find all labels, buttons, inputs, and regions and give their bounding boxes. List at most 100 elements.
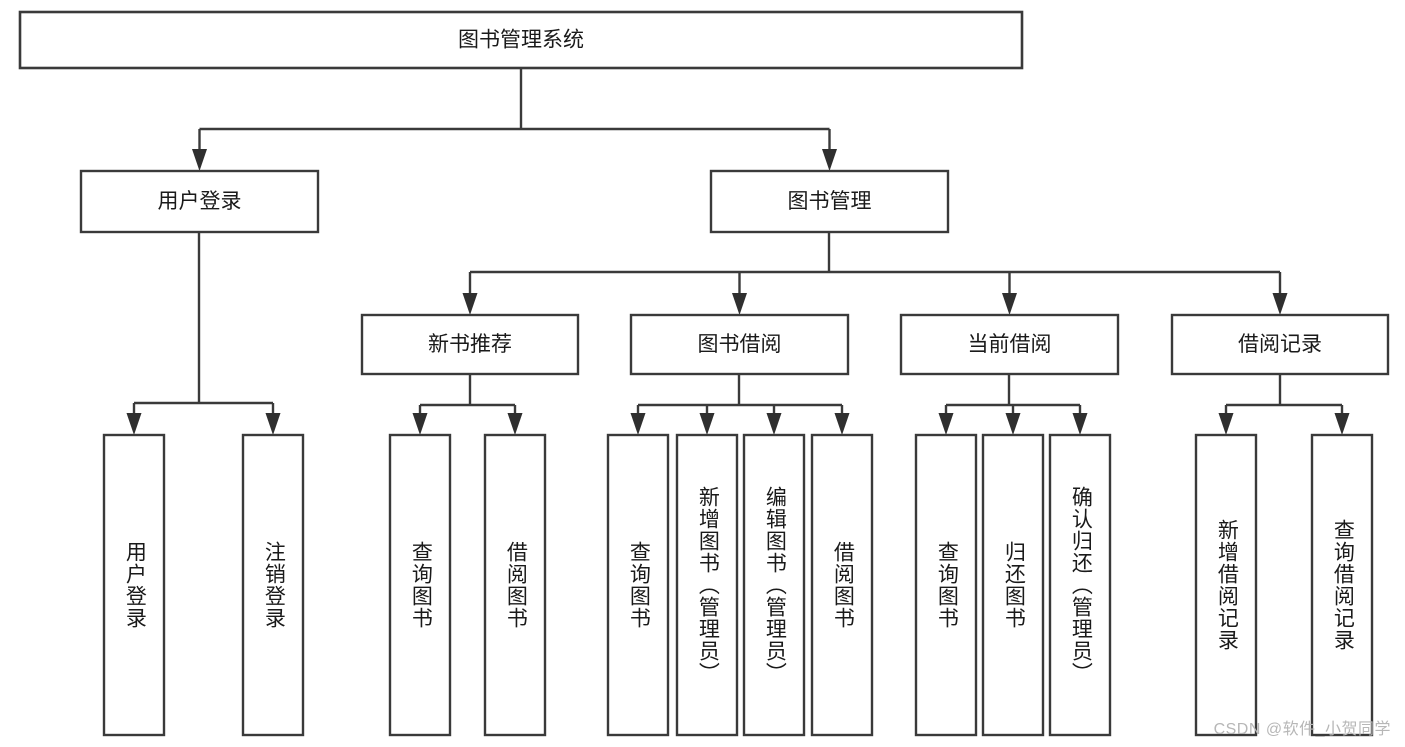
- node-box[interactable]: [899, 313, 1120, 376]
- node-box[interactable]: [79, 169, 320, 234]
- node-label: 图书借阅: [698, 333, 782, 356]
- arrow-head-icon: [938, 413, 954, 435]
- arrow-head-icon: [1334, 413, 1350, 435]
- node-book-manage[interactable]: 图书管理: [709, 169, 950, 234]
- node-label-wrap: 借阅图书: [504, 541, 528, 629]
- node-label: 编辑图书（管理员）: [763, 486, 787, 684]
- node-box[interactable]: [709, 169, 950, 234]
- connector-group-new-book-recommend: [412, 374, 523, 435]
- node-user-login[interactable]: 用户登录: [79, 169, 320, 234]
- node-box[interactable]: [981, 433, 1045, 737]
- arrow-head-icon: [834, 413, 850, 435]
- node-leaf-borrow-book-2[interactable]: 借阅图书: [810, 433, 874, 737]
- node-label-wrap: 确认归还（管理员）: [1069, 486, 1093, 684]
- node-box[interactable]: [629, 313, 850, 376]
- arrow-head-icon: [1072, 413, 1088, 435]
- node-label: 借阅图书: [831, 541, 855, 629]
- node-leaf-borrow-book-1[interactable]: 借阅图书: [483, 433, 547, 737]
- node-label-wrap: 借阅图书: [831, 541, 855, 629]
- node-leaf-user-login[interactable]: 用户登录: [102, 433, 166, 737]
- connector-layer: [126, 68, 1350, 435]
- node-box[interactable]: [914, 433, 978, 737]
- node-box[interactable]: [483, 433, 547, 737]
- arrow-head-icon: [462, 293, 478, 315]
- arrow-head-icon: [732, 293, 747, 315]
- node-label: 借阅记录: [1238, 333, 1322, 356]
- node-box[interactable]: [606, 433, 670, 737]
- arrow-head-icon: [126, 413, 142, 435]
- node-label-wrap: 新增图书（管理员）: [696, 486, 720, 684]
- node-label-wrap: 编辑图书（管理员）: [763, 486, 787, 684]
- node-box[interactable]: [241, 433, 305, 737]
- node-leaf-confirm-return[interactable]: 确认归还（管理员）: [1048, 433, 1112, 737]
- node-new-book-recommend[interactable]: 新书推荐: [360, 313, 580, 376]
- node-label: 新增图书（管理员）: [696, 486, 720, 684]
- node-label: 用户登录: [158, 190, 242, 213]
- node-label-wrap: 查询图书: [409, 541, 433, 629]
- node-leaf-add-record[interactable]: 新增借阅记录: [1194, 433, 1258, 737]
- connector-group-user-login: [126, 232, 281, 435]
- node-label-wrap: 查询借阅记录: [1331, 519, 1355, 651]
- arrow-head-icon: [699, 413, 715, 435]
- node-label: 查询借阅记录: [1331, 519, 1355, 651]
- node-label: 归还图书: [1002, 541, 1026, 629]
- node-box[interactable]: [810, 433, 874, 737]
- node-label: 用户登录: [123, 541, 147, 629]
- node-label-wrap: 查询图书: [627, 541, 651, 629]
- arrow-head-icon: [822, 149, 837, 171]
- node-label-wrap: 新增借阅记录: [1215, 519, 1239, 651]
- arrow-head-icon: [1002, 293, 1017, 315]
- node-label: 查询图书: [409, 541, 433, 629]
- arrow-head-icon: [1218, 413, 1234, 435]
- node-leaf-edit-book[interactable]: 编辑图书（管理员）: [742, 433, 806, 737]
- node-label: 查询图书: [627, 541, 651, 629]
- node-leaf-query-book-3[interactable]: 查询图书: [914, 433, 978, 737]
- node-box[interactable]: [388, 433, 452, 737]
- node-label-wrap: 查询图书: [935, 541, 959, 629]
- arrow-head-icon: [1272, 293, 1288, 315]
- node-label: 图书管理: [788, 190, 872, 213]
- node-box[interactable]: [675, 433, 739, 737]
- node-box[interactable]: [102, 433, 166, 737]
- arrow-head-icon: [1005, 413, 1021, 435]
- connector-group-book-manage: [462, 232, 1288, 315]
- node-leaf-query-book-2[interactable]: 查询图书: [606, 433, 670, 737]
- arrow-head-icon: [766, 413, 782, 435]
- node-current-borrow[interactable]: 当前借阅: [899, 313, 1120, 376]
- node-root[interactable]: 图书管理系统: [18, 10, 1024, 70]
- arrow-head-icon: [507, 413, 523, 435]
- connector-group-book-borrow: [630, 374, 850, 435]
- node-box[interactable]: [742, 433, 806, 737]
- connector-group-borrow-record: [1218, 374, 1350, 435]
- node-box[interactable]: [360, 313, 580, 376]
- node-label: 确认归还（管理员）: [1069, 486, 1093, 684]
- node-label-wrap: 用户登录: [123, 541, 147, 629]
- node-label: 图书管理系统: [458, 29, 584, 52]
- arrow-head-icon: [412, 413, 428, 435]
- node-leaf-add-book[interactable]: 新增图书（管理员）: [675, 433, 739, 737]
- node-label: 当前借阅: [968, 333, 1052, 356]
- node-label: 查询图书: [935, 541, 959, 629]
- node-label-wrap: 注销登录: [262, 541, 286, 629]
- node-box[interactable]: [1170, 313, 1390, 376]
- node-borrow-record[interactable]: 借阅记录: [1170, 313, 1390, 376]
- node-box[interactable]: [18, 10, 1024, 70]
- node-leaf-query-book-1[interactable]: 查询图书: [388, 433, 452, 737]
- node-box[interactable]: [1048, 433, 1112, 737]
- node-box[interactable]: [1310, 433, 1374, 737]
- node-leaf-query-record[interactable]: 查询借阅记录: [1310, 433, 1374, 737]
- connector-group-root: [192, 68, 837, 171]
- node-label: 新书推荐: [428, 333, 512, 356]
- node-layer: 图书管理系统用户登录图书管理新书推荐图书借阅当前借阅借阅记录用户登录注销登录查询…: [18, 10, 1390, 737]
- node-box[interactable]: [1194, 433, 1258, 737]
- node-book-borrow[interactable]: 图书借阅: [629, 313, 850, 376]
- node-leaf-return-book[interactable]: 归还图书: [981, 433, 1045, 737]
- node-leaf-logout[interactable]: 注销登录: [241, 433, 305, 737]
- arrow-head-icon: [630, 413, 646, 435]
- node-label: 注销登录: [262, 541, 286, 629]
- arrow-head-icon: [265, 413, 281, 435]
- node-label: 借阅图书: [504, 541, 528, 629]
- node-label: 新增借阅记录: [1215, 519, 1239, 651]
